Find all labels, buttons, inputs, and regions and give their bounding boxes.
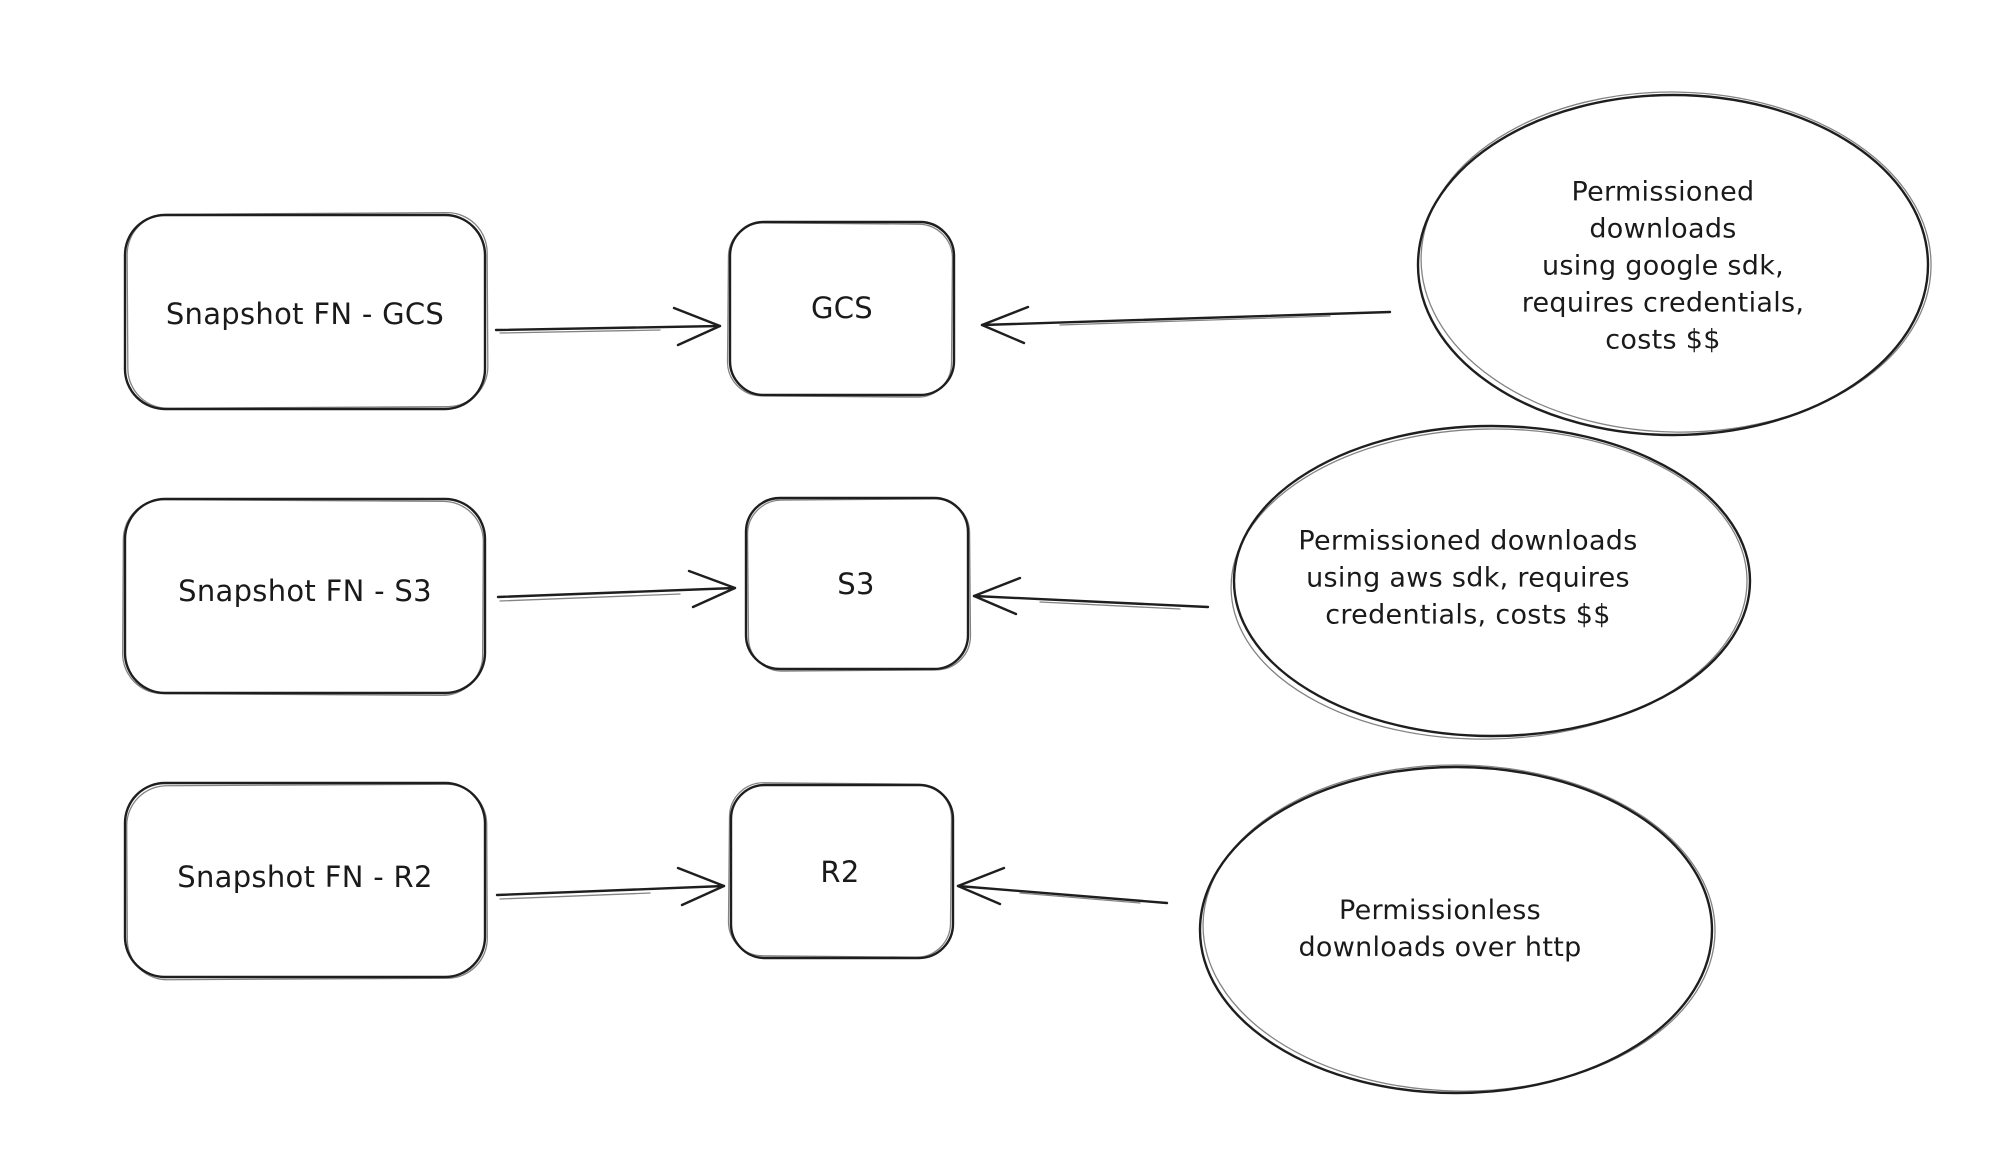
r2-node-shape <box>727 782 955 960</box>
gcs-note-label: Permissioned downloads using google sdk,… <box>1521 176 1805 356</box>
gcs-note-shape <box>1416 91 1932 437</box>
gcs-node-shape <box>726 220 956 398</box>
s3-node-shape <box>744 496 972 672</box>
arrow-snapshot-s3-to-s3 <box>496 569 737 609</box>
gcs-label: GCS <box>810 290 874 325</box>
arrow-s3-note-to-s3 <box>972 576 1210 616</box>
snapshot-s3-label: Snapshot FN - S3 <box>178 573 432 608</box>
r2-note-shape <box>1198 764 1716 1095</box>
r2-note-label: Permissionless downloads over http <box>1298 895 1582 963</box>
arrow-snapshot-r2-to-r2 <box>495 866 726 907</box>
s3-label: S3 <box>837 566 875 601</box>
arrow-r2-note-to-r2 <box>956 866 1169 906</box>
s3-note-label: Permissioned downloads using aws sdk, re… <box>1298 525 1638 631</box>
snapshot-s3-node-shape <box>121 497 487 696</box>
s3-note-shape <box>1230 424 1752 740</box>
r2-label: R2 <box>820 854 860 889</box>
snapshot-gcs-label: Snapshot FN - GCS <box>165 296 445 331</box>
arrow-gcs-note-to-gcs <box>980 305 1392 345</box>
snapshot-r2-node-shape <box>123 781 488 981</box>
arrow-snapshot-gcs-to-gcs <box>494 306 722 347</box>
snapshot-r2-label: Snapshot FN - R2 <box>177 859 433 894</box>
snapshot-gcs-node-shape <box>123 211 489 411</box>
